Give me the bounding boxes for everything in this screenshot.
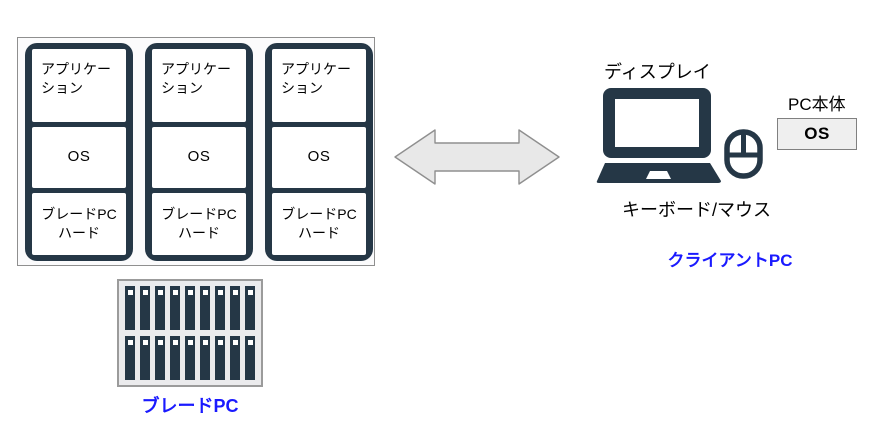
blade-unit	[230, 286, 240, 330]
layer-hardware: ブレードPC ハード	[32, 193, 126, 256]
layer-application: アプリケー ション	[152, 49, 246, 122]
blade-unit	[170, 286, 180, 330]
blade-stack-box: アプリケー ション OS ブレードPC ハード アプリケー ション OS ブレー…	[17, 37, 375, 266]
blade-unit	[125, 336, 135, 380]
layer-hardware: ブレードPC ハード	[152, 193, 246, 256]
blade-led	[127, 290, 133, 295]
keyboard-mouse-label: キーボード/マウス	[622, 200, 772, 220]
pc-unit-label: PC本体	[788, 95, 846, 114]
blade-column: アプリケー ション OS ブレードPC ハード	[265, 43, 373, 261]
blade-led	[202, 290, 208, 295]
blade-unit	[200, 286, 210, 330]
layer-hardware: ブレードPC ハード	[272, 193, 366, 256]
blade-unit	[140, 336, 150, 380]
blade-unit	[200, 336, 210, 380]
display-label: ディスプレイ	[604, 62, 711, 82]
blade-led	[232, 290, 238, 295]
blade-unit	[245, 286, 255, 330]
blade-led	[217, 290, 223, 295]
blade-column: アプリケー ション OS ブレードPC ハード	[145, 43, 253, 261]
blade-column: アプリケー ション OS ブレードPC ハード	[25, 43, 133, 261]
layer-application: アプリケー ション	[272, 49, 366, 122]
blade-unit	[170, 336, 180, 380]
blade-unit	[215, 286, 225, 330]
blade-unit	[125, 286, 135, 330]
blade-led	[172, 290, 178, 295]
client-os-box: OS	[777, 118, 857, 150]
client-pc-caption: クライアントPC	[667, 251, 793, 270]
blade-pc-caption: ブレードPC	[141, 396, 239, 416]
blade-led	[247, 340, 253, 345]
blade-led	[247, 290, 253, 295]
blade-led	[187, 340, 193, 345]
blade-unit	[140, 286, 150, 330]
blade-led	[217, 340, 223, 345]
mouse-icon	[722, 127, 764, 180]
blade-led	[202, 340, 208, 345]
blade-led	[232, 340, 238, 345]
double-headed-arrow-icon	[393, 128, 561, 186]
client-os-label: OS	[804, 124, 830, 143]
blade-led	[157, 340, 163, 345]
layer-os: OS	[152, 126, 246, 189]
blade-unit	[230, 336, 240, 380]
blade-led	[157, 290, 163, 295]
rack-row	[125, 286, 255, 330]
blade-led	[127, 340, 133, 345]
blade-led	[142, 340, 148, 345]
rack-row	[125, 336, 255, 380]
blade-led	[187, 290, 193, 295]
laptop-icon	[595, 84, 725, 186]
blade-unit	[245, 336, 255, 380]
blade-unit	[185, 286, 195, 330]
blade-unit	[155, 286, 165, 330]
blade-rack-grid	[117, 279, 263, 387]
blade-led	[172, 340, 178, 345]
blade-led	[142, 290, 148, 295]
layer-os: OS	[32, 126, 126, 189]
blade-unit	[155, 336, 165, 380]
layer-application: アプリケー ション	[32, 49, 126, 122]
layer-os: OS	[272, 126, 366, 189]
blade-unit	[185, 336, 195, 380]
blade-unit	[215, 336, 225, 380]
